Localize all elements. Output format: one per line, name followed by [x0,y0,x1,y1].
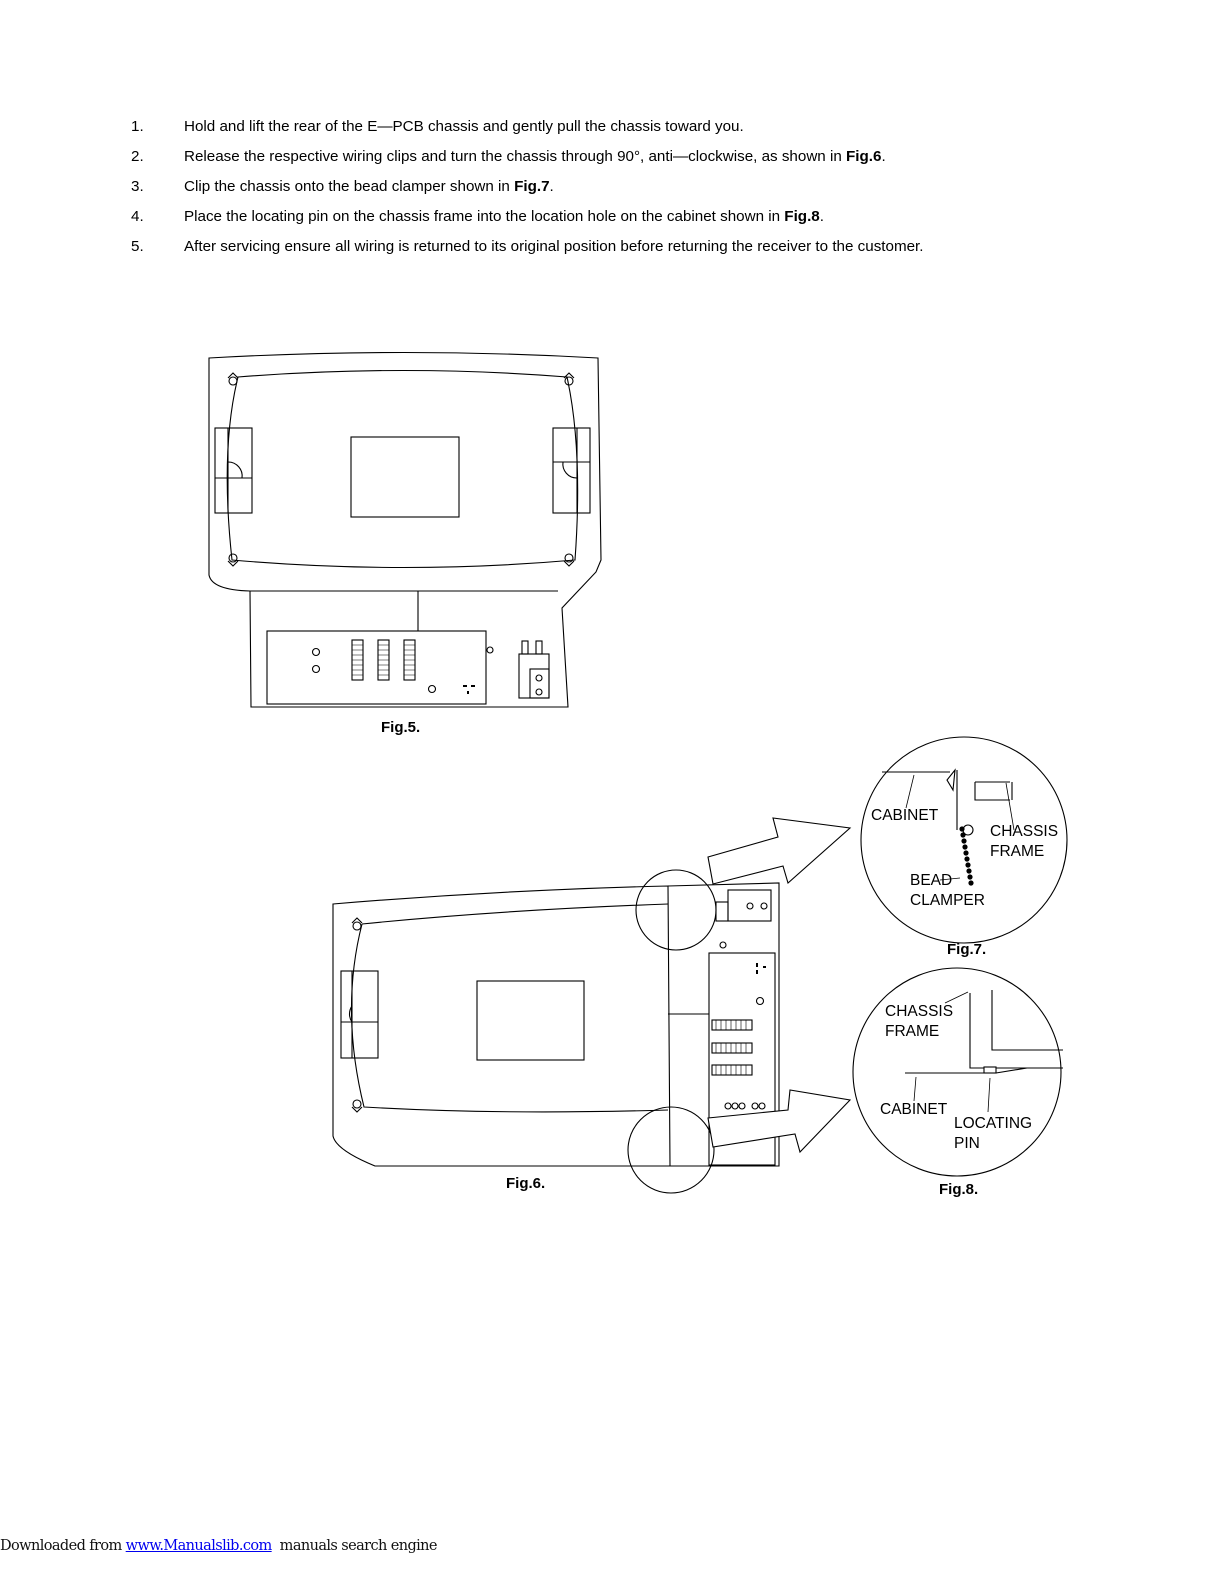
step-5: 5. After servicing ensure all wiring is … [131,236,1131,266]
step-number: 2. [131,148,144,165]
footer-suffix: manuals search engine [271,1538,438,1554]
step-text: After servicing ensure all wiring is ret… [184,238,924,255]
step-number: 3. [131,178,144,195]
fig5-caption: Fig.5. [381,719,421,736]
step-text: Clip the chassis onto the bead clamper s… [184,178,554,195]
step-text: Place the locating pin on the chassis fr… [184,208,824,225]
step-number: 4. [131,208,144,225]
step-1: 1. Hold and lift the rear of the E—PCB c… [131,116,1131,146]
step-2: 2. Release the respective wiring clips a… [131,146,1131,176]
fig7-label-chassis-frame: CHASSIS FRAME [990,823,1059,860]
fig6-caption: Fig.6. [506,1175,546,1192]
step-3: 3. Clip the chassis onto the bead clampe… [131,176,1131,206]
figure-reference: Fig.8 [784,208,820,225]
step-number: 5. [131,238,144,255]
figure-reference: Fig.7 [514,178,550,195]
fig8-label-locating-pin: LOCATING PIN [954,1115,1033,1152]
step-text: Release the respective wiring clips and … [184,148,886,165]
footer-prefix: Downloaded from [0,1538,126,1554]
fig8-label-chassis-frame: CHASSIS FRAME [885,1003,954,1040]
step-text: Hold and lift the rear of the E—PCB chas… [184,118,744,135]
footer: Downloaded from www.Manualslib.com manua… [0,1538,438,1554]
manualslib-link[interactable]: www.Manualslib.com [125,1538,273,1554]
fig7-label-cabinet: CABINET [871,807,939,824]
fig8-caption: Fig.8. [939,1181,979,1198]
instruction-list: 1. Hold and lift the rear of the E—PCB c… [131,116,1131,266]
step-4: 4. Place the locating pin on the chassis… [131,206,1131,236]
fig8-label-cabinet: CABINET [880,1101,948,1118]
fig7-label-bead-clamper: BEAD CLAMPER [910,872,985,909]
figure-reference: Fig.6 [846,148,882,165]
fig7-caption: Fig.7. [947,941,987,958]
step-number: 1. [131,118,144,135]
